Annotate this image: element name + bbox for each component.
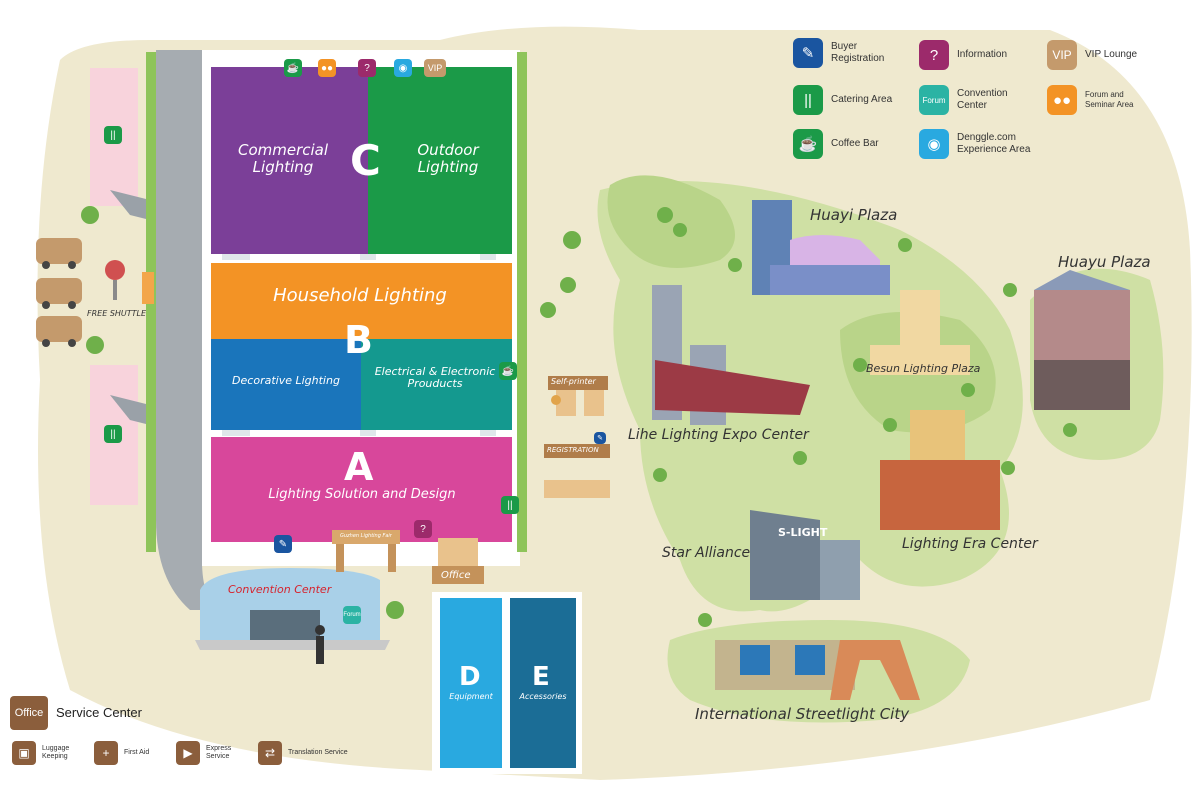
translation-icon: ⇄ (258, 741, 282, 765)
legend-forum-area: ●● Forum and Seminar Area (1047, 85, 1155, 115)
forum-area-icon: ●● (318, 59, 336, 77)
forum-icon: Forum (919, 85, 949, 115)
hall-e-label: Accessories (519, 692, 567, 701)
convention-center-label: Convention Center (228, 583, 332, 596)
huayu-plaza-label: Huayu Plaza (1058, 253, 1151, 271)
self-printer-label: Self-printer (551, 377, 596, 386)
lighting-era-center-label: Lighting Era Center (902, 536, 1038, 552)
vip-icon: VIP (1047, 40, 1077, 70)
hall-b-decorative-label: Decorative Lighting (232, 374, 340, 387)
vip-icon: VIP (424, 59, 446, 77)
legend-coffee-bar: ☕ Coffee Bar (793, 129, 879, 159)
star-alliance-label: Star Alliance (662, 545, 751, 561)
hall-c-letter: C (350, 136, 381, 185)
huayi-plaza-label: Huayi Plaza (810, 206, 898, 224)
hall-d-label: Equipment (449, 692, 493, 701)
service-express-text: Express Service (206, 744, 232, 760)
hall-c-outdoor-label: Outdoor Lighting (417, 141, 479, 176)
streetlight-city-label: International Streetlight City (695, 705, 910, 723)
buyer-registration-icon: ✎ (594, 432, 606, 444)
legend-buyer-registration: ✎ Buyer Registration (793, 38, 901, 68)
free-shuttle-label: FREE SHUTTLE (87, 309, 147, 318)
information-icon: ? (919, 40, 949, 70)
buyer-registration-icon: ✎ (274, 535, 292, 553)
forum-icon: Forum (343, 606, 361, 624)
registration-label: REGISTRATION (547, 446, 599, 454)
hall-b-electrical-label: Electrical & Electronic Prouducts (374, 365, 496, 391)
luggage-icon: ▣ (12, 741, 36, 765)
first-aid-icon: + (94, 741, 118, 765)
forum-area-icon: ●● (1047, 85, 1077, 115)
legend-denggle-text: Denggle.com Experience Area (957, 132, 1031, 155)
legend-vip-lounge-text: VIP Lounge (1085, 49, 1138, 60)
slight-sign: S-LIGHT (778, 526, 828, 539)
coffee-bar-icon: ☕ (793, 129, 823, 159)
catering-icon: || (104, 126, 122, 144)
office-label: Office (441, 570, 471, 581)
service-office-badge: Office (10, 696, 48, 730)
gate-sign-label: Guzhen Lighting Fair (340, 533, 392, 539)
besun-lighting-plaza-label: Besun Lighting Plaza (866, 362, 981, 375)
express-truck-icon: ▶ (176, 741, 200, 765)
coffee-bar-icon: ☕ (284, 59, 302, 77)
service-translation-text: Translation Service (288, 748, 348, 756)
information-icon: ? (414, 520, 432, 538)
coffee-bar-icon: ☕ (499, 362, 517, 380)
legend-convention-center: Forum Convention Center (919, 85, 1017, 115)
legend-vip-lounge: VIP VIP Lounge (1047, 40, 1137, 70)
legend-denggle: ◉ Denggle.com Experience Area (919, 129, 1037, 159)
hall-b-household-label: Household Lighting (273, 285, 447, 306)
legend-catering-area-text: Catering Area (831, 94, 893, 105)
service-center-title: Service Center (56, 705, 142, 720)
legend-information: ? Information (919, 40, 1007, 70)
catering-icon: || (501, 496, 519, 514)
hall-c-commercial-label: Commercial Lighting (237, 141, 329, 176)
catering-icon: || (793, 85, 823, 115)
buyer-registration-icon: ✎ (793, 38, 823, 68)
legend-information-text: Information (957, 49, 1008, 60)
denggle-icon: ◉ (919, 129, 949, 159)
legend-forum-area-text: Forum and Seminar Area (1085, 90, 1134, 109)
service-translation: ⇄ Translation Service (258, 741, 348, 765)
information-icon: ? (358, 59, 376, 77)
service-express: ▶ Express Service (176, 741, 236, 765)
legend-convention-center-text: Convention Center (957, 88, 1008, 111)
legend-buyer-registration-text: Buyer Registration (831, 41, 885, 64)
service-first-aid-text: First Aid (124, 748, 150, 756)
hall-a-letter: A (344, 445, 374, 489)
lihe-expo-center-label: Lihe Lighting Expo Center (628, 427, 809, 443)
catering-icon: || (104, 425, 122, 443)
legend-catering-area: || Catering Area (793, 85, 892, 115)
service-luggage: ▣ Luggage Keeping (12, 741, 76, 765)
hall-d-letter: D (459, 662, 481, 692)
service-luggage-text: Luggage Keeping (42, 744, 70, 760)
hall-b-letter: B (344, 318, 373, 362)
service-first-aid: + First Aid (94, 741, 149, 765)
legend-coffee-bar-text: Coffee Bar (831, 138, 879, 149)
hall-e-letter: E (532, 662, 550, 692)
denggle-icon: ◉ (394, 59, 412, 77)
hall-a-label: Lighting Solution and Design (268, 487, 456, 502)
